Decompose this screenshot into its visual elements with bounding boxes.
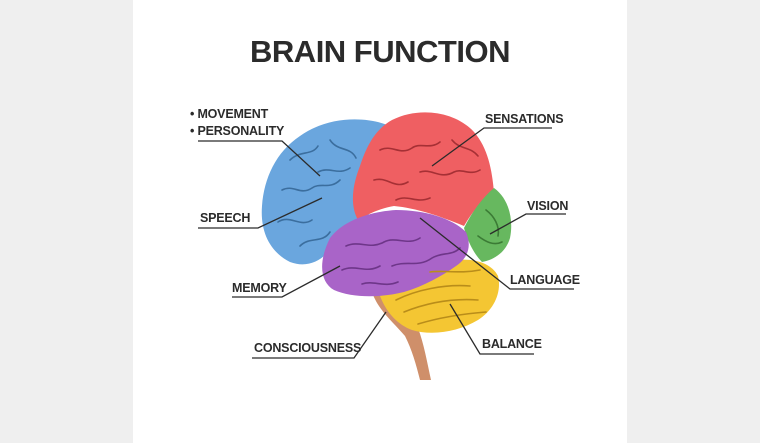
- line-memory: [232, 265, 341, 298]
- line-speech: [198, 197, 323, 229]
- line-language: [419, 217, 574, 290]
- temporal-lobe: [322, 210, 469, 297]
- frontal-lobe: [261, 119, 390, 265]
- label-consciousness: CONSCIOUSNESS: [254, 341, 362, 355]
- label-speech: SPEECH: [200, 211, 251, 225]
- line-sensations: [431, 127, 552, 167]
- line-consciousness: [252, 311, 387, 359]
- line-vision: [489, 213, 566, 235]
- label-memory: MEMORY: [232, 281, 287, 295]
- label-balance: BALANCE: [482, 337, 542, 351]
- label-sensations: SENSATIONS: [485, 112, 564, 126]
- label-vision: VISION: [527, 199, 569, 213]
- brain-gyri: [277, 139, 503, 325]
- line-balance: [449, 303, 534, 355]
- label-language: LANGUAGE: [510, 273, 580, 287]
- brain-stem: [372, 290, 431, 380]
- parietal-lobe: [352, 112, 494, 226]
- leader-lines: [198, 127, 574, 359]
- label-personality: • PERSONALITY: [190, 124, 285, 138]
- line-personality: [198, 140, 321, 177]
- label-movement: • MOVEMENT: [190, 107, 269, 121]
- diagram-title: BRAIN FUNCTION: [250, 34, 510, 69]
